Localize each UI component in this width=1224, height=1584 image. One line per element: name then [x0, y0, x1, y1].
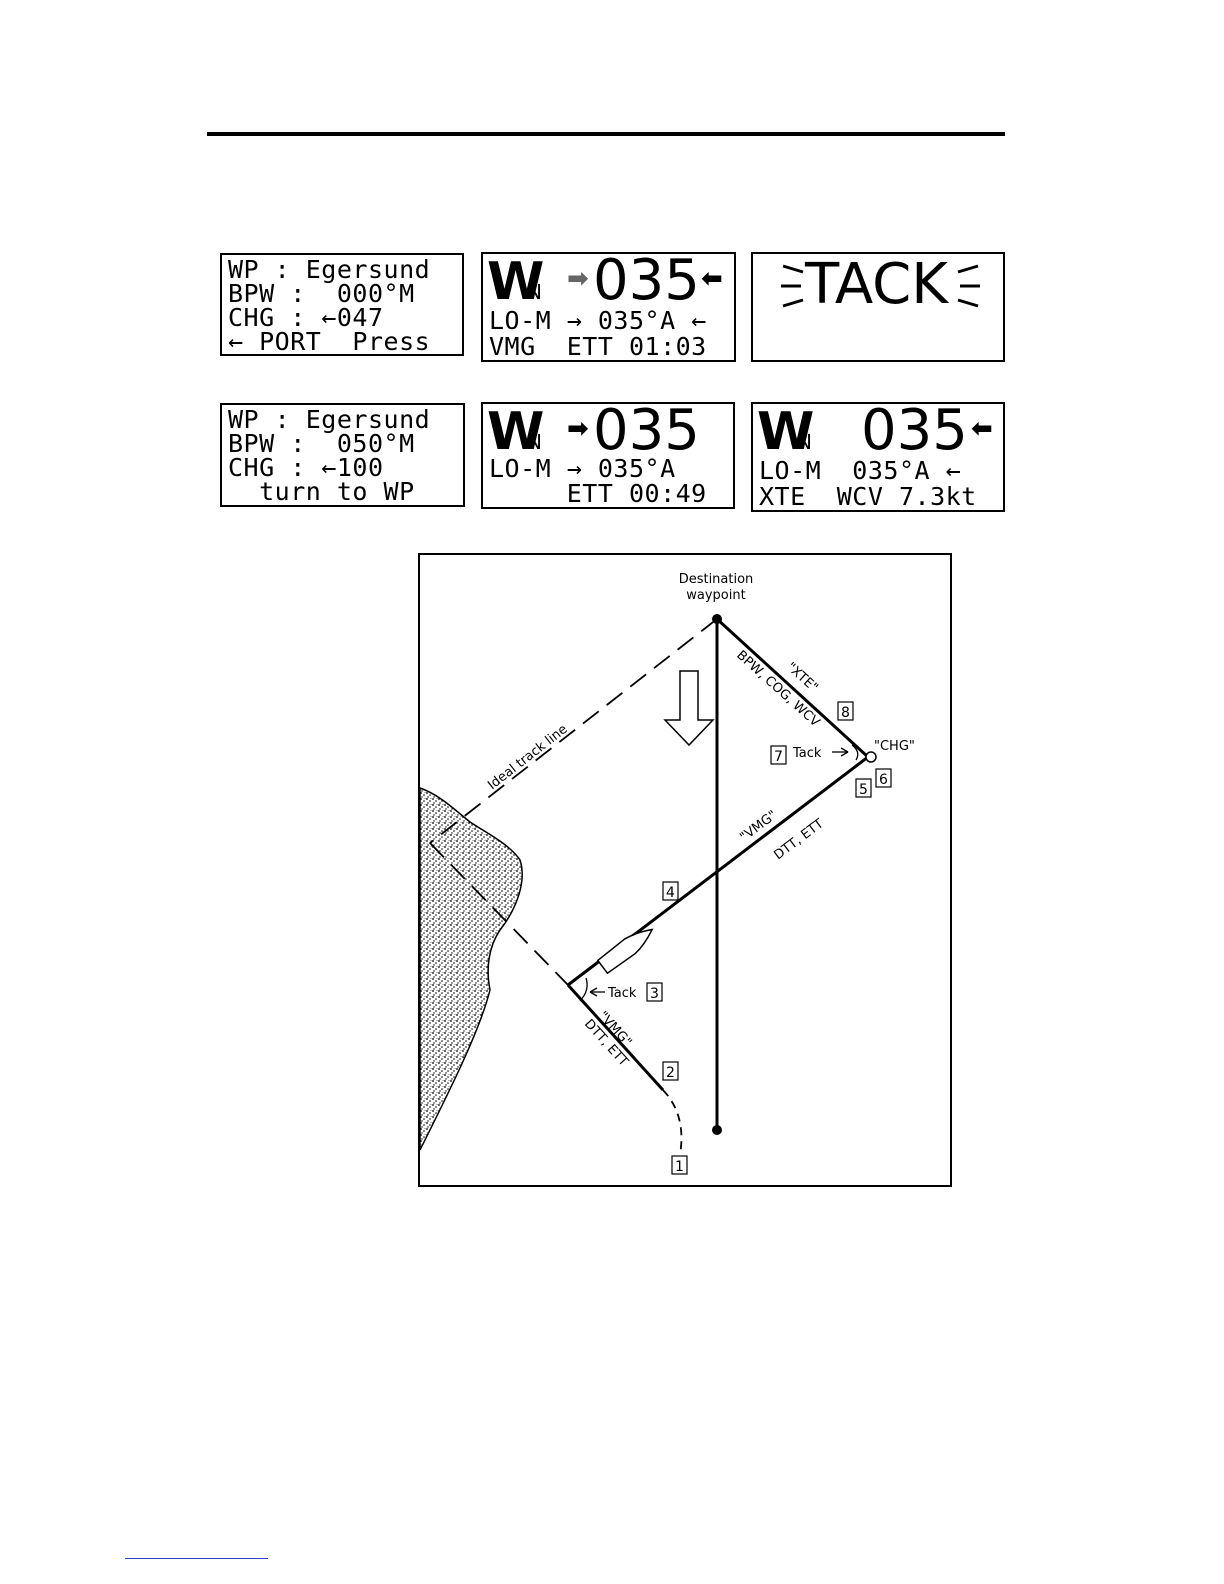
lcd-line: LO-M → 035°A — [489, 454, 676, 483]
lcd-line: LO-M 035°A ← — [759, 456, 962, 485]
destination-label-2: waypoint — [686, 588, 745, 603]
lcd-line: LO-M → 035°A ← — [489, 306, 707, 335]
lcd-line: XTE WCV 7.3kt — [759, 482, 977, 511]
boat-icon — [596, 928, 654, 975]
tack-flash-icon — [781, 264, 980, 308]
lcd-display-turn-to-wp: WP : Egersund BPW : 050°M CHG : ←100 tur… — [220, 403, 465, 507]
lcd-display-tack: TACK — [751, 252, 1005, 362]
tack-upper-label: Tack — [792, 746, 822, 761]
arrow-right-icon: ➡ — [567, 414, 589, 444]
mode-subscript: N — [527, 280, 542, 304]
marker-6: 6 — [879, 772, 888, 788]
mode-subscript: N — [527, 430, 542, 454]
arrow-right-icon: ➡ — [567, 264, 589, 294]
lcd-display-wind-xte: W N 035 ⬅ LO-M 035°A ← XTE WCV 7.3kt — [751, 402, 1005, 512]
mode-letter: W — [487, 402, 545, 462]
lcd-line: turn to WP — [228, 477, 415, 506]
marker-3: 3 — [650, 986, 659, 1002]
shoreline-land — [419, 786, 523, 1151]
tack-text: TACK — [805, 252, 949, 317]
marker-8: 8 — [841, 705, 850, 721]
arrow-left-icon: ⬅ — [701, 264, 723, 294]
heading-value: 035 — [593, 252, 700, 313]
mode-letter: W — [487, 252, 545, 312]
heading-value: 035 — [861, 402, 968, 463]
leg-upper-right — [715, 617, 870, 759]
tack-lower-label: Tack — [607, 986, 637, 1001]
lcd-line: ← PORT Press — [228, 327, 431, 356]
marker-5: 5 — [859, 782, 868, 798]
footnote-rule — [125, 1558, 268, 1559]
lcd-line: WP : Egersund — [228, 405, 431, 434]
lcd-line: BPW : 050°M — [228, 429, 415, 458]
start-dot — [712, 1125, 722, 1135]
ideal-track-label: Ideal track line — [485, 722, 570, 793]
lcd-line: CHG : ←100 — [228, 453, 384, 482]
start-curve — [662, 1089, 683, 1156]
marker-1: 1 — [675, 1159, 684, 1175]
leg-lower — [566, 983, 665, 1092]
lcd-display-waypoint-port: WP : Egersund BPW : 000°M CHG : ←047 ← P… — [220, 253, 464, 356]
marker-7: 7 — [774, 749, 783, 765]
lcd-line: VMG ETT 01:03 — [489, 332, 707, 361]
marker-2: 2 — [666, 1065, 675, 1081]
mode-letter: W — [757, 402, 815, 462]
heading-value: 035 — [593, 402, 700, 463]
destination-label-1: Destination — [679, 572, 754, 587]
lcd-line: BPW : 000°M — [228, 279, 415, 308]
lcd-display-wind-vmg: W N ➡ 035 ⬅ LO-M → 035°A ← VMG ETT 01:03 — [481, 252, 736, 362]
marker-4: 4 — [666, 885, 675, 901]
wind-arrow-icon — [663, 670, 715, 747]
chg-label: "CHG" — [874, 739, 915, 754]
ideal-track-line-lower — [429, 842, 569, 986]
chg-circle — [865, 751, 877, 763]
lcd-line: ETT 00:49 — [489, 479, 707, 508]
mode-subscript: N — [797, 430, 812, 454]
lcd-display-wind-ett: W N ➡ 035 LO-M → 035°A ETT 00:49 — [481, 402, 735, 509]
lcd-line: CHG : ←047 — [228, 303, 384, 332]
ideal-track-line — [429, 618, 718, 844]
lcd-line: WP : Egersund — [228, 255, 431, 284]
arrow-left-icon: ⬅ — [971, 414, 993, 444]
header-rule — [207, 132, 1005, 136]
diagram-frame — [418, 553, 952, 1187]
